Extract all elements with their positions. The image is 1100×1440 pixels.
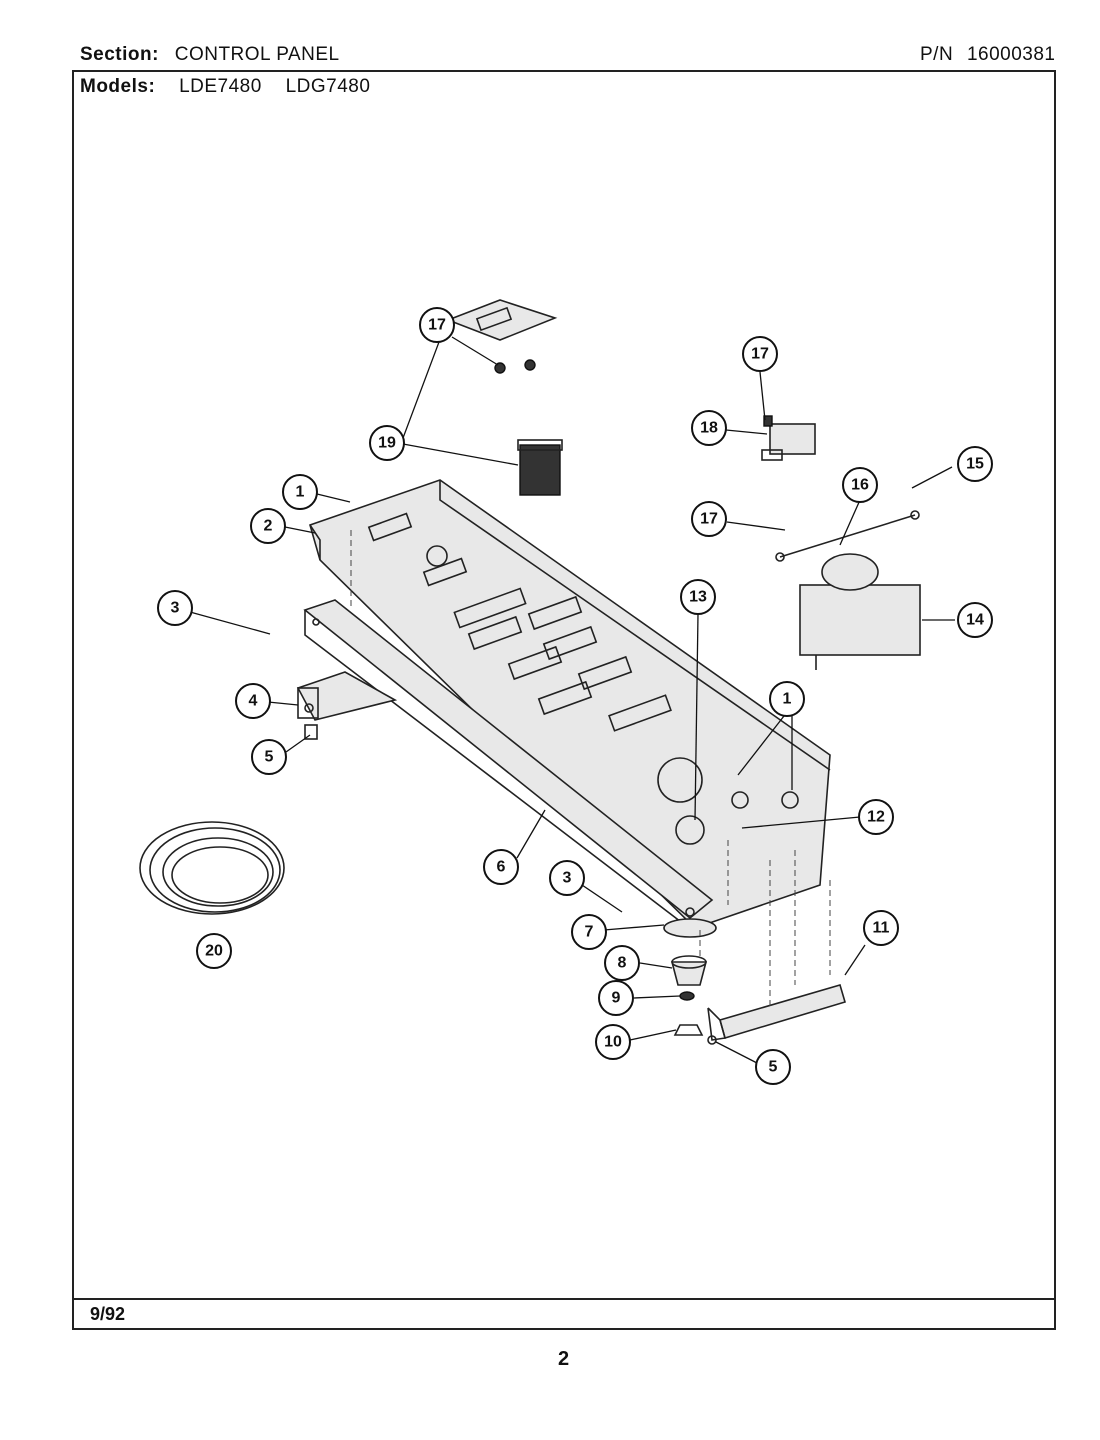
callout-18: 18	[691, 410, 727, 446]
knob-stack	[663, 918, 717, 1036]
callout-label: 12	[867, 809, 885, 826]
callout-label: 1	[296, 484, 305, 501]
callout-17-top: 17	[419, 307, 455, 343]
callout-11: 11	[863, 910, 899, 946]
callout-17-right: 17	[742, 336, 778, 372]
callout-label: 9	[612, 990, 621, 1007]
callout-3-lower: 3	[549, 860, 585, 896]
alignment-lines	[350, 530, 831, 1010]
page-number: 2	[558, 1348, 570, 1370]
callout-label: 3	[171, 600, 180, 617]
screw-17a	[494, 362, 506, 374]
callout-label: 16	[851, 477, 869, 494]
tray-slots	[367, 512, 799, 845]
callout-label: 20	[205, 943, 223, 960]
leader-lines	[189, 317, 955, 1064]
callout-label: 5	[265, 749, 274, 766]
end-bracket-right	[707, 984, 846, 1045]
control-panel-tray	[309, 479, 831, 929]
pn-label: P/N	[920, 44, 954, 65]
diagram-frame	[72, 70, 1056, 1330]
callout-label: 8	[618, 955, 627, 972]
callout-label: 2	[264, 518, 273, 535]
callout-1-left: 1	[282, 474, 318, 510]
switch-plate	[445, 299, 563, 496]
callout-5-right: 5	[755, 1049, 791, 1085]
callout-16: 16	[842, 467, 878, 503]
callout-label: 15	[966, 456, 984, 473]
callout-1-right: 1	[769, 681, 805, 717]
callout-label: 7	[585, 924, 594, 941]
callout-4: 4	[235, 683, 271, 719]
models-label: Models:	[80, 76, 156, 97]
wire-lead-end-2	[910, 510, 920, 520]
callout-label: 10	[604, 1034, 622, 1051]
callout-3-left: 3	[157, 590, 193, 626]
model-2: LDG7480	[285, 76, 371, 97]
callout-7: 7	[571, 914, 607, 950]
end-bracket-left	[296, 671, 398, 740]
callout-15: 15	[957, 446, 993, 482]
relay	[761, 415, 816, 461]
callout-label: 17	[751, 346, 769, 363]
wire-harness	[139, 821, 285, 915]
callout-19: 19	[369, 425, 405, 461]
section-label: Section: CONTROL PANEL	[80, 44, 340, 66]
revision-date: 9/92	[90, 1304, 126, 1324]
callout-20: 20	[196, 933, 232, 969]
callout-label: 17	[700, 511, 718, 528]
callout-label: 1	[783, 691, 792, 708]
callout-5-left: 5	[251, 739, 287, 775]
callout-8: 8	[604, 945, 640, 981]
callout-13: 13	[680, 579, 716, 615]
callout-label: 19	[378, 435, 396, 452]
pn-value: 16000381	[966, 44, 1056, 65]
callout-label: 18	[700, 420, 718, 437]
section-value: CONTROL PANEL	[174, 44, 340, 65]
timer	[799, 553, 921, 670]
part-number: P/N 16000381	[920, 44, 1056, 66]
callout-label: 13	[689, 589, 707, 606]
callout-label: 17	[428, 317, 446, 334]
callout-9: 9	[598, 980, 634, 1016]
screw-17b	[524, 359, 536, 371]
callout-6: 6	[483, 849, 519, 885]
callout-label: 4	[249, 693, 258, 710]
section-label-text: Section:	[80, 44, 159, 65]
callout-label: 3	[563, 870, 572, 887]
callout-2: 2	[250, 508, 286, 544]
callout-17-mid: 17	[691, 501, 727, 537]
callout-10: 10	[595, 1024, 631, 1060]
wire-lead	[779, 514, 916, 558]
model-1: LDE7480	[179, 76, 262, 97]
callout-14: 14	[957, 602, 993, 638]
models-line: Models: LDE7480 LDG7480	[80, 76, 370, 98]
callout-12: 12	[858, 799, 894, 835]
footer-divider	[72, 1298, 1056, 1300]
callout-label: 11	[873, 920, 890, 937]
wire-lead-end-1	[775, 552, 785, 562]
callout-label: 6	[497, 859, 506, 876]
callout-label: 5	[769, 1059, 778, 1076]
callout-label: 14	[966, 612, 984, 629]
